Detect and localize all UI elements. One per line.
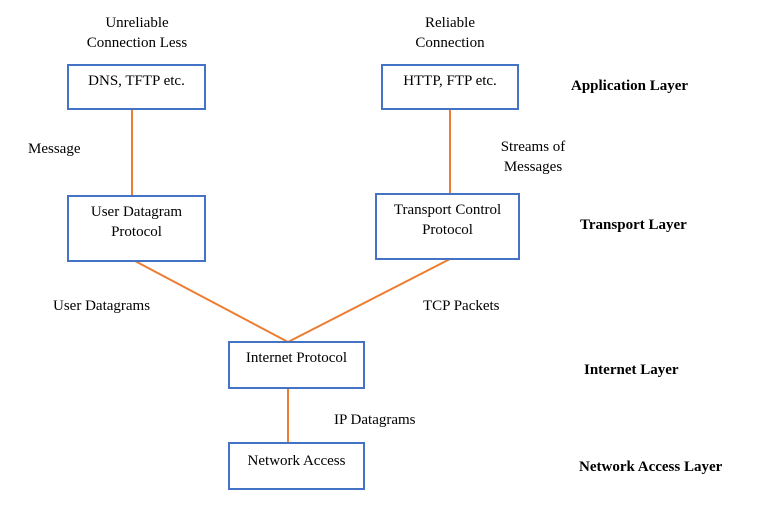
network-access-layer-label: Network Access Layer	[579, 459, 723, 475]
tcp-label-line2: Protocol	[422, 222, 473, 238]
dns-tftp-label: DNS, TFTP etc.	[88, 73, 185, 89]
header-reliable-line1: Reliable	[425, 15, 475, 31]
udp-label-line2: Protocol	[111, 224, 162, 240]
connector-udp-ip	[134, 260, 289, 343]
transport-layer-label: Transport Layer	[580, 217, 687, 233]
udp-box: User Datagram Protocol	[67, 195, 206, 262]
header-unreliable-line1: Unreliable	[105, 15, 169, 31]
header-unreliable: Unreliable Connection Less	[67, 13, 207, 53]
network-access-box: Network Access	[228, 442, 365, 490]
udp-label-line1: User Datagram	[90, 204, 183, 220]
tcp-box: Transport Control Protocol	[375, 193, 520, 260]
ip-datagrams-label: IP Datagrams	[334, 412, 416, 428]
http-ftp-label: HTTP, FTP etc.	[403, 73, 497, 89]
streams-label-line1: Streams of	[500, 139, 566, 155]
streams-label-line2: Messages	[503, 159, 563, 175]
internet-protocol-label: Internet Protocol	[245, 350, 348, 366]
network-access-label: Network Access	[247, 453, 346, 469]
tcp-packets-label: TCP Packets	[423, 298, 500, 314]
header-reliable: Reliable Connection	[380, 13, 520, 53]
tcp-label-line1: Transport Control	[393, 202, 502, 218]
header-reliable-line2: Connection	[415, 35, 485, 51]
http-ftp-box: HTTP, FTP etc.	[381, 64, 519, 110]
message-label: Message	[28, 141, 81, 157]
dns-tftp-box: DNS, TFTP etc.	[67, 64, 206, 110]
connector-tcp-ip	[287, 258, 451, 343]
streams-label: Streams of Messages	[488, 137, 578, 177]
user-datagrams-label: User Datagrams	[53, 298, 151, 314]
application-layer-label: Application Layer	[571, 78, 689, 94]
internet-protocol-box: Internet Protocol	[228, 341, 365, 389]
header-unreliable-line2: Connection Less	[86, 35, 188, 51]
internet-layer-label: Internet Layer	[584, 362, 679, 378]
